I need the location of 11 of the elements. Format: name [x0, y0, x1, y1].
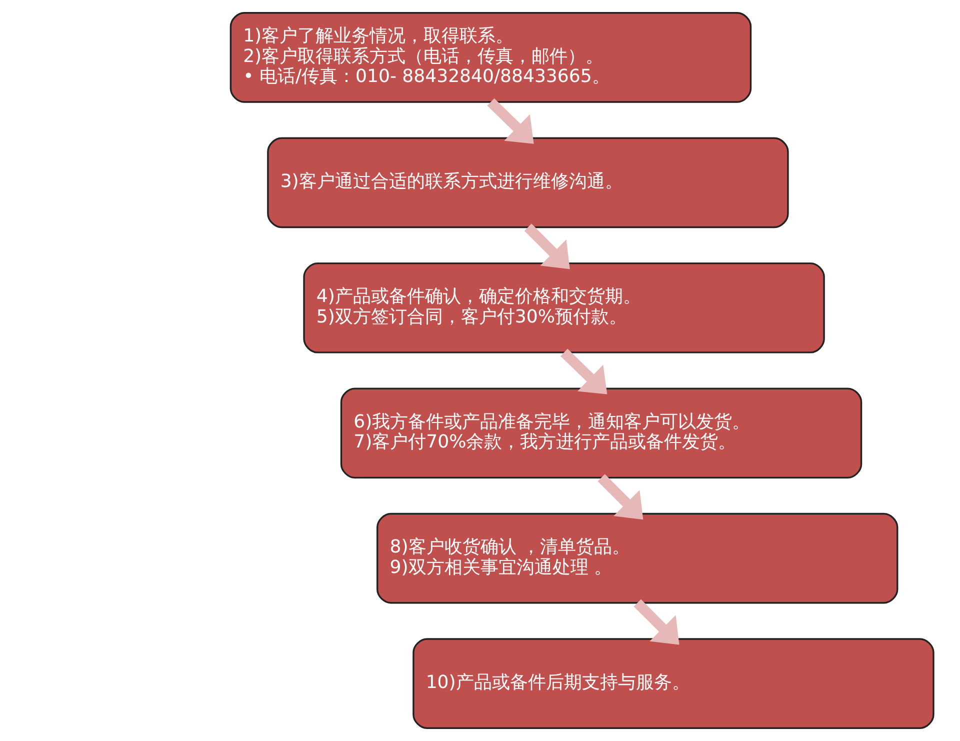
node-box: 3)客户通过合适的联系方式进行维修沟通。 — [267, 137, 789, 228]
node-box: 10)产品或备件后期支持与服务。 — [412, 638, 934, 729]
arrow — [487, 98, 534, 144]
node-box: 8)客户收货确认 ，清单货品。 9)双方相关事宜沟通处理 。 — [376, 512, 898, 604]
arrow — [524, 224, 570, 270]
arrow — [634, 599, 680, 645]
node-box: 4)产品或备件确认，确定价格和交货期。 5)双方签订合同，客户付30%预付款。 — [303, 262, 825, 354]
arrow — [598, 474, 644, 520]
node-box: 1)客户了解业务情况，取得联系。 2)客户取得联系方式（电话，传真，邮件）。 • 电话/传真：010- 88432840/88433665。 — [230, 12, 752, 103]
arrow — [560, 348, 608, 394]
node-box: 6)我方备件或产品准备完毕，通知客户可以发货。 7)客户付70%余款，我方进行产品或备件发货。 — [340, 388, 862, 479]
